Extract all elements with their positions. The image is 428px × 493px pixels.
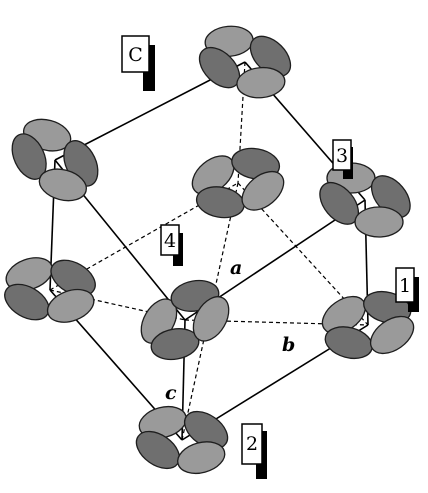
hidden-edge-back-to-bottom [181, 182, 239, 441]
svg-text:2: 2 [246, 433, 258, 455]
axis-label-b: b [282, 334, 295, 356]
label-1: 1 [395, 267, 419, 312]
label-4: 4 [160, 224, 183, 266]
axis-label-c: c [165, 382, 177, 404]
label-2: 2 [241, 423, 267, 479]
cube-hidden-edges [49, 61, 369, 441]
svg-text:3: 3 [336, 145, 348, 167]
label-3: 3 [332, 139, 353, 179]
orbital-top-left [0, 98, 119, 222]
svg-text:4: 4 [164, 230, 176, 252]
axis-label-a: a [230, 257, 242, 279]
svg-text:C: C [128, 44, 143, 66]
cube-solid-edges [49, 61, 369, 441]
label-c: C [121, 35, 155, 91]
svg-text:1: 1 [399, 275, 411, 297]
